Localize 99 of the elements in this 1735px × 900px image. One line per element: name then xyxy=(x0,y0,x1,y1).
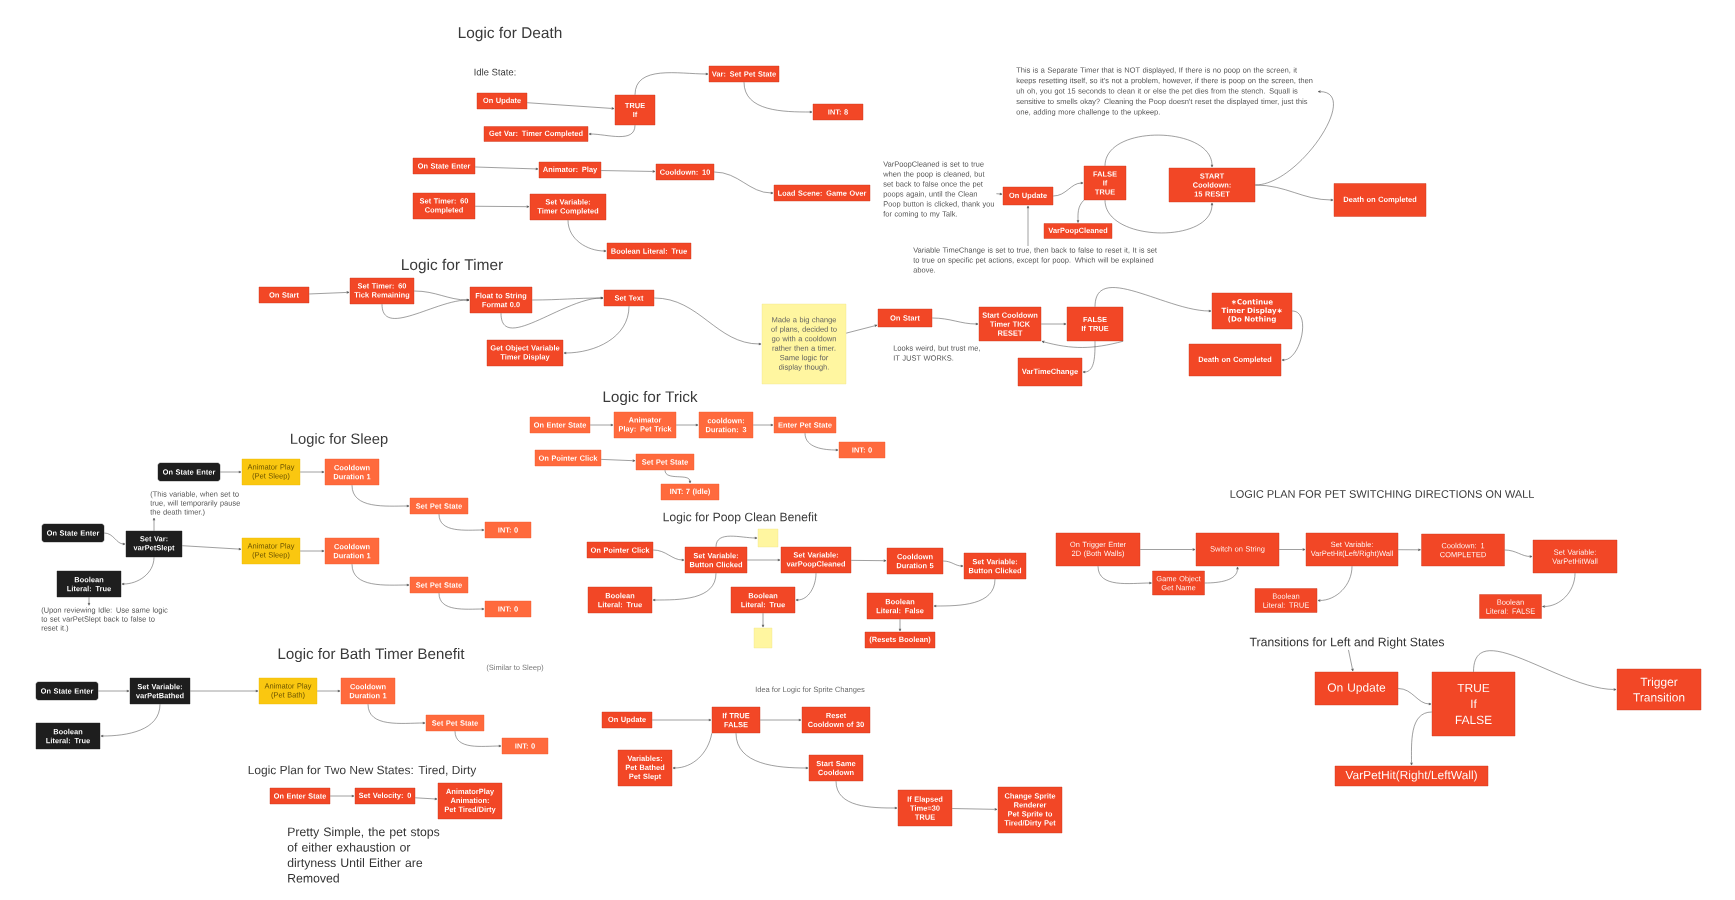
arrow xyxy=(746,558,781,562)
arrow xyxy=(500,296,604,329)
arrow xyxy=(1281,310,1303,362)
arrow xyxy=(600,459,636,462)
arrow xyxy=(414,797,438,801)
arrow xyxy=(835,780,898,810)
arrow xyxy=(675,423,699,427)
section-title: Logic for Bath Timer Benefit xyxy=(278,647,465,663)
arrow xyxy=(329,794,355,798)
arrow xyxy=(589,423,614,427)
arrow xyxy=(351,484,410,508)
arrow xyxy=(1041,340,1124,348)
arrow xyxy=(713,171,774,195)
arrow xyxy=(652,572,717,602)
arrow xyxy=(1504,549,1533,558)
section-title: Logic for Death xyxy=(458,26,562,42)
arrow xyxy=(845,324,878,334)
arrow xyxy=(563,305,630,355)
arrow xyxy=(1139,548,1196,551)
arrow xyxy=(438,592,485,611)
arrow xyxy=(308,291,350,295)
arrow xyxy=(652,549,685,562)
arrow xyxy=(189,689,259,693)
arrow xyxy=(1410,711,1433,766)
arrow xyxy=(152,517,156,532)
arrow xyxy=(664,469,692,484)
arrow xyxy=(299,470,325,474)
arrow xyxy=(933,578,996,608)
sticky-note xyxy=(753,627,773,649)
section-title: Logic Plan for Two New States: Tired, Dirty xyxy=(248,765,477,777)
arrow xyxy=(1397,548,1421,551)
arrow xyxy=(316,689,341,693)
arrow xyxy=(804,432,839,452)
arrow xyxy=(651,718,712,722)
arrow xyxy=(474,166,539,171)
arrow xyxy=(219,470,242,474)
arrow xyxy=(1052,181,1084,197)
process-box: TRUE If FALSE xyxy=(1431,671,1516,737)
arrow xyxy=(87,596,91,606)
arrow xyxy=(97,689,130,693)
arrow xyxy=(996,192,1003,196)
state-label: Idle State: xyxy=(474,68,516,76)
arrow xyxy=(1254,90,1334,186)
arrow xyxy=(454,730,502,748)
section-title: Logic for Timer xyxy=(402,258,503,274)
arrow xyxy=(438,513,485,532)
arrow xyxy=(103,532,126,546)
arrow xyxy=(367,703,426,725)
arrow xyxy=(850,559,887,562)
arrow xyxy=(1082,340,1096,374)
arrow xyxy=(1104,134,1214,168)
arrow xyxy=(1104,199,1214,234)
arrow xyxy=(1097,565,1152,585)
arrow xyxy=(351,563,410,587)
process-box: VarPetHit(Right/LeftWall) xyxy=(1334,765,1489,787)
arrow xyxy=(743,81,813,114)
arrow xyxy=(735,732,809,770)
arrow xyxy=(526,102,615,110)
arrow xyxy=(942,560,964,568)
arrow xyxy=(951,808,998,811)
arrow xyxy=(181,545,242,551)
arrow xyxy=(795,572,817,602)
arrow xyxy=(759,718,802,722)
arrow xyxy=(1076,199,1085,223)
arrow xyxy=(653,297,762,346)
section-title: Logic for Trick xyxy=(603,390,698,406)
arrow xyxy=(567,219,607,253)
arrow xyxy=(1094,287,1212,313)
arrow xyxy=(634,72,709,96)
arrow xyxy=(1026,205,1030,247)
note-text: Pretty Simple, the pet stops of either exhaustion or dirtyness Until Either are Removed xyxy=(287,827,440,883)
arrow xyxy=(299,549,325,553)
arrow xyxy=(1317,565,1353,602)
arrow xyxy=(1204,566,1239,584)
section-title: Logic for Poop Clean Benefit xyxy=(663,512,818,524)
process-box: Trigger Transition xyxy=(1616,668,1702,711)
arrow xyxy=(121,556,155,586)
arrow xyxy=(600,170,656,173)
arrow xyxy=(381,298,470,319)
section-title: LOGIC PLAN FOR PET SWITCHING DIRECTIONS ON WALL xyxy=(1230,490,1534,498)
arrow xyxy=(898,618,902,632)
heading-text: Transitions for Left and Right States xyxy=(1249,637,1445,649)
arrow xyxy=(1397,688,1432,706)
arrow xyxy=(588,124,636,137)
arrow xyxy=(672,732,713,770)
arrow xyxy=(474,205,530,208)
arrow xyxy=(761,612,765,628)
arrow xyxy=(931,317,979,326)
section-title: Logic for Sleep xyxy=(291,433,388,447)
arrow xyxy=(100,703,161,738)
arrow xyxy=(752,423,774,427)
arrow xyxy=(1348,649,1354,672)
arrow xyxy=(1473,650,1617,691)
process-box: On Update xyxy=(1314,671,1399,706)
arrow xyxy=(715,535,758,548)
arrow xyxy=(1278,548,1306,551)
arrow xyxy=(1542,572,1576,608)
arrow xyxy=(1040,322,1067,326)
sticky-note xyxy=(757,528,779,548)
